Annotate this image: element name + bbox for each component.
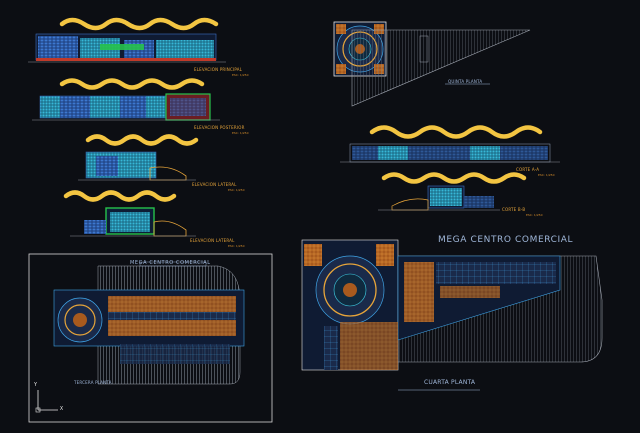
scale-corte-b-b: ESC: 1/250 [526,213,543,217]
label-corte-b-b: CORTE B-B [502,207,526,212]
elevation-lateral-2[interactable] [63,190,196,237]
roof-wave-ornament [63,190,177,202]
roof-wave-ornament [369,125,543,139]
scale-elevacion-lateral-1: ESC: 1/250 [228,188,245,192]
plan-tercera-planta[interactable] [28,253,273,423]
plan-quinta-planta[interactable] [333,21,531,107]
elevation-lateral-1[interactable] [78,134,199,181]
elevation-posterior[interactable] [32,78,220,121]
label-cuarta-planta: CUARTA PLANTA [424,379,476,386]
scale-corte-a-a: ESC: 1/250 [538,173,555,177]
elevation-principal[interactable] [28,17,226,63]
roof-wave-ornament [59,78,205,90]
roof-wave-ornament [59,17,219,31]
ucs-axis-icon [35,390,58,413]
scale-elevacion-posterior: ESC: 1/250 [232,131,249,135]
sheet-frame [28,253,273,423]
label-quinta-planta: QUINTA PLANTA [448,79,483,84]
label-elevacion-posterior: ELEVACION POSTERIOR [194,125,245,130]
label-elevacion-lateral-2: ELEVACION LATERAL [190,238,235,243]
roof-wave-ornament [85,134,199,146]
plan-cuarta-planta[interactable] [301,239,603,391]
scale-elevacion-lateral-2: ESC: 1/250 [228,244,245,248]
section-b-b[interactable] [378,172,527,211]
ucs-y-label: Y [34,382,38,388]
roof-wave-ornament [381,172,527,184]
label-tercera-planta: TERCERA PLANTA [74,380,112,385]
scale-elevacion-principal: ESC: 1/250 [232,73,249,77]
title-mega-centro-comercial-cuarta: MEGA CENTRO COMERCIAL [438,235,574,245]
label-elevacion-lateral-1: ELEVACION LATERAL [192,182,237,187]
label-corte-a-a: CORTE A-A [516,167,540,172]
section-a-a[interactable] [340,125,560,163]
title-mega-centro-comercial-tercera: MEGA CENTRO COMERCIAL [130,260,211,266]
ucs-x-label: X [60,406,64,412]
label-elevacion-principal: ELEVACION PRINCIPAL [194,67,243,72]
